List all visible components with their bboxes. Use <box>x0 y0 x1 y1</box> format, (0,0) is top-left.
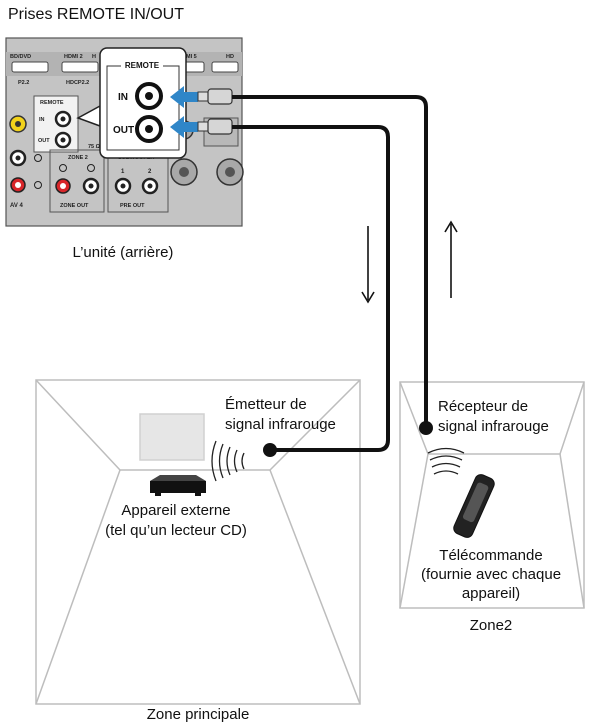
panel-label: REMOTE <box>40 100 64 106</box>
arrow-down-head <box>361 291 375 304</box>
signal-direction-arrows <box>361 220 458 304</box>
panel-label: P2.2 <box>18 80 29 86</box>
panel-label: ZONE OUT <box>60 203 89 209</box>
emitter-label-line: signal infrarouge <box>225 416 336 433</box>
panel-label: OUT <box>38 138 50 144</box>
panel-label: H <box>92 54 96 60</box>
emitter-dot <box>263 443 277 457</box>
device-label-line: (tel qu’un lecteur CD) <box>105 522 247 539</box>
arrow-up-head <box>444 220 458 233</box>
panel-label: BD/DVD <box>10 54 31 60</box>
zone2-name: Zone2 <box>469 617 513 634</box>
panel-label: IN <box>39 117 45 123</box>
callout-title: REMOTE <box>125 61 160 70</box>
receiver-label-line: signal infrarouge <box>438 418 549 435</box>
remote-control-icon <box>453 474 495 538</box>
arrow-in-icon <box>170 86 198 108</box>
remote-label-line: Télécommande <box>439 547 543 564</box>
zone2-room <box>399 381 585 609</box>
panel-label: 75 Ω <box>88 144 101 150</box>
panel-label: HDMI 2 <box>64 54 83 60</box>
main-zone-room <box>35 379 361 705</box>
cable-to-emitter <box>232 125 390 452</box>
unit-caption: L’unité (arrière) <box>72 244 174 261</box>
panel-label: HDCP2.2 <box>66 80 89 86</box>
panel-label: 1 <box>121 169 125 175</box>
main-zone-name: Zone principale <box>146 706 250 723</box>
emitter-label-line: Émetteur de <box>225 396 307 413</box>
arrow-out-icon <box>170 116 198 138</box>
cable-to-receiver <box>232 95 428 428</box>
remote-label-line: (fournie avec chaque <box>420 566 562 583</box>
device-label: Appareil externe (tel qu’un lecteur CD) <box>105 501 247 541</box>
cd-player-icon <box>150 475 206 496</box>
remote-label-line: appareil) <box>461 585 521 602</box>
panel-label: AV 4 <box>10 203 24 209</box>
emitter-label: Émetteur de signal infrarouge <box>225 395 336 435</box>
ir-remote-waves-icon <box>427 447 465 475</box>
ir-emitter-waves-icon <box>211 440 245 482</box>
remote-label: Télécommande (fournie avec chaque appare… <box>421 546 561 603</box>
receiver-dot <box>419 421 433 435</box>
device-label-line: Appareil externe <box>121 502 231 519</box>
receiver-label-line: Récepteur de <box>438 398 529 415</box>
remote-out-label: OUT <box>113 125 134 136</box>
panel-label: PRE OUT <box>120 203 145 209</box>
tv-icon <box>139 413 205 461</box>
cables <box>232 95 428 452</box>
panel-label: ZONE 2 <box>68 155 88 161</box>
remote-in-label: IN <box>118 92 128 103</box>
remote-jacks-callout: REMOTE IN OUT <box>76 47 233 159</box>
diagram-title: Prises REMOTE IN/OUT <box>8 6 185 23</box>
receiver-label: Récepteur de signal infrarouge <box>438 397 549 437</box>
panel-label: 2 <box>148 169 152 175</box>
panel-label: HD <box>226 54 234 60</box>
panel-label: MI 5 <box>186 54 197 60</box>
